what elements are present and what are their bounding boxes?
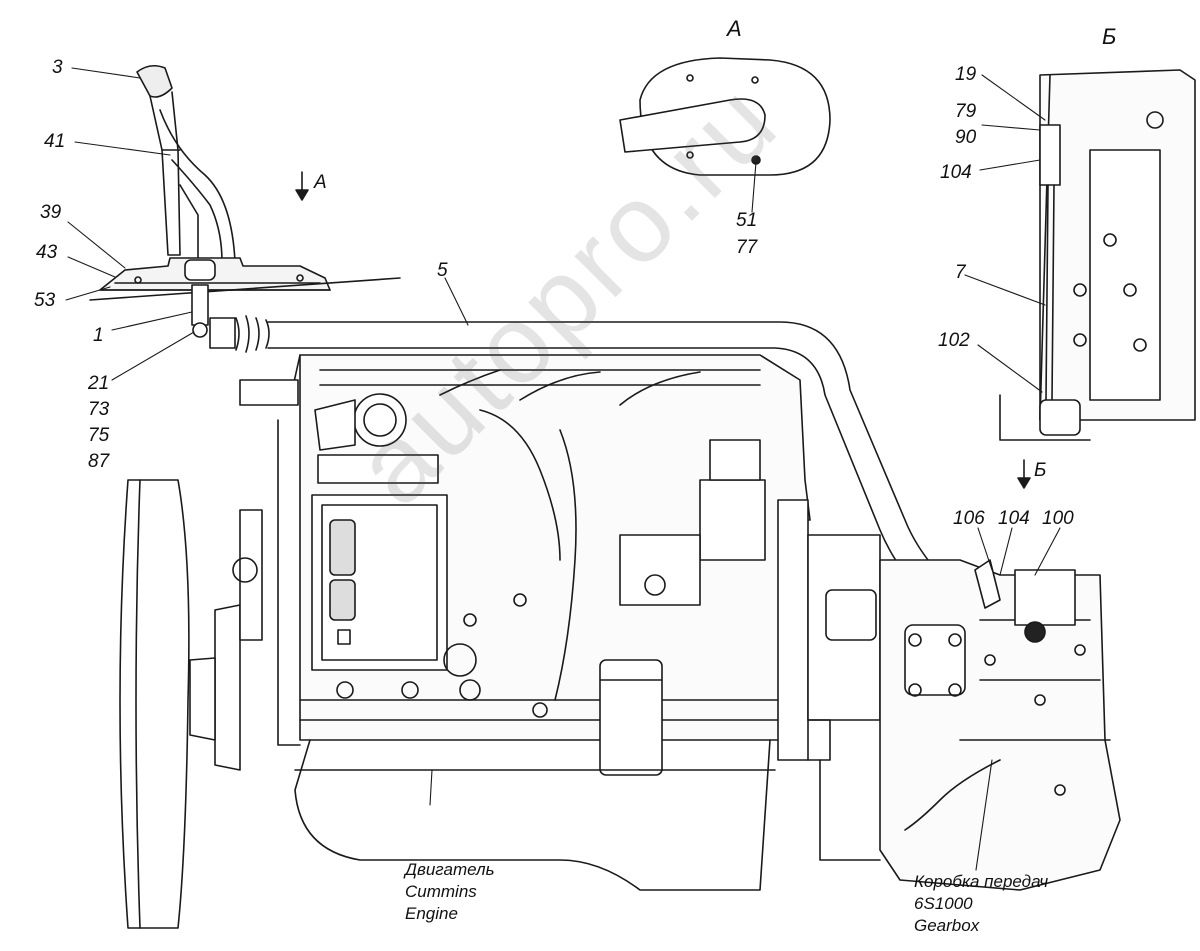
arrow-b-icon [1017,459,1031,489]
view-b-drawing [999,69,1196,441]
fuel-pump [619,439,766,606]
callout-51: 51 [736,210,758,231]
callout-102: 102 [938,330,970,351]
front-pulley [119,479,263,929]
gear-lever [136,64,236,263]
callout-1: 1 [93,325,104,346]
engine-block [239,354,811,891]
callout-106: 106 [953,508,985,529]
arrow-b-label: Б [1034,460,1047,481]
engine-caption-en: Engine [405,904,458,923]
callout-5: 5 [437,260,448,281]
view-a-drawing [619,57,831,176]
gearbox-caption-ru: Коробка передач [914,872,1049,891]
ecu [311,494,448,671]
callout-21: 21 [88,373,110,394]
callout-104: 104 [998,508,1030,529]
view-b-title: Б [1102,24,1117,49]
arrow-a-label: А [314,172,327,193]
oil-filter [599,659,663,776]
lever-joint [191,284,270,353]
lever-boot-plate [89,257,401,301]
callout-41: 41 [44,131,66,152]
gearbox-caption-model: 6S1000 [914,894,973,913]
callout-77: 77 [736,237,758,258]
gearbox-caption-en: Gearbox [914,916,980,935]
callout-90: 90 [955,127,977,148]
callout-19: 19 [955,64,977,85]
callout-43: 43 [36,242,58,263]
callout-73: 73 [88,399,110,420]
engine-caption-model: Cummins [405,882,477,901]
callout-104-view-b: 104 [940,162,972,183]
leader-lines [65,67,1061,871]
arrow-a-icon [295,171,309,201]
callout-39: 39 [40,202,62,223]
view-a-title: А [727,16,742,41]
callout-100: 100 [1042,508,1074,529]
callout-3: 3 [52,57,63,78]
callout-7: 7 [955,262,966,283]
engine-caption-ru: Двигатель [405,860,495,879]
callout-87: 87 [88,451,110,472]
gearbox [777,499,1121,891]
callout-79: 79 [955,101,977,122]
callout-75: 75 [88,425,110,446]
callout-53: 53 [34,290,56,311]
